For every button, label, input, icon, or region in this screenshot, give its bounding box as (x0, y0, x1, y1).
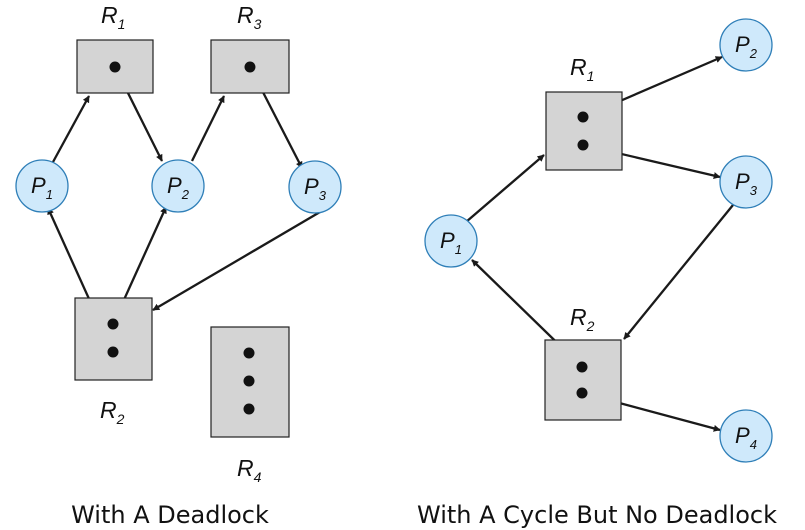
process-p1-label: P1 (31, 173, 53, 202)
process-p2-label: P2 (735, 32, 758, 61)
resource-r2-label: R2 (570, 304, 595, 334)
resource-r2: R2 (544, 304, 622, 421)
process-p3-node (719, 155, 773, 209)
process-p1: P1 (424, 214, 478, 268)
no-deadlock-graph: R1 R2 P1 P2 (417, 18, 777, 529)
process-p3: P3 (719, 155, 773, 209)
resource-r2: R2 (74, 297, 153, 427)
resource-r4-instance (243, 375, 255, 387)
process-p1-label: P1 (440, 228, 462, 257)
resource-r2-instance (107, 318, 119, 330)
process-p4-node (719, 409, 773, 463)
process-p2: P2 (719, 18, 773, 72)
process-p3-node (288, 160, 342, 214)
resource-r3-instance (244, 61, 256, 73)
resource-r1-instance (577, 139, 589, 151)
resource-r2-instance (107, 346, 119, 358)
process-p1-node (15, 159, 69, 213)
process-p2-node (719, 18, 773, 72)
resource-r4-instance (243, 403, 255, 415)
edge-p1-to-r1 (465, 154, 545, 223)
resource-r1: R1 (76, 2, 154, 94)
edge-p3-to-r2 (623, 204, 734, 340)
resource-r1-instance (577, 111, 589, 123)
resource-r4-label: R4 (237, 455, 262, 485)
resource-r1-label: R1 (101, 2, 125, 32)
resource-r1-instance (109, 61, 121, 73)
process-p1: P1 (15, 159, 69, 213)
process-p3: P3 (288, 160, 342, 214)
edge-p1-to-r1 (51, 95, 91, 163)
resource-r2-box (544, 339, 622, 421)
resource-r4-instance (243, 347, 255, 359)
process-p1-node (424, 214, 478, 268)
resource-r1: R1 (545, 54, 623, 171)
deadlock-graph-caption: With A Deadlock (71, 501, 269, 529)
process-p3-label: P3 (735, 169, 758, 198)
deadlock-graph: R1 R3 R2 R4 (15, 2, 342, 529)
resource-r2-label: R2 (100, 397, 125, 427)
no-deadlock-graph-caption: With A Cycle But No Deadlock (417, 501, 777, 529)
process-p2-node (151, 159, 205, 213)
resource-r4: R4 (210, 326, 290, 485)
process-p4-label: P4 (735, 423, 757, 452)
resource-r3-label: R3 (237, 2, 262, 32)
resource-r2-instance (576, 387, 588, 399)
process-p2: P2 (151, 159, 205, 213)
edge-p3-to-r2 (152, 211, 321, 311)
edge-p2-to-r3 (190, 95, 226, 162)
resource-r1-label: R1 (570, 54, 594, 84)
resource-r2-box (74, 297, 153, 381)
resource-r2-instance (576, 361, 588, 373)
resource-r3: R3 (210, 2, 290, 94)
process-p3-label: P3 (304, 174, 327, 203)
resource-r1-box (545, 91, 623, 171)
process-p2-label: P2 (167, 173, 190, 202)
process-p4: P4 (719, 409, 773, 463)
